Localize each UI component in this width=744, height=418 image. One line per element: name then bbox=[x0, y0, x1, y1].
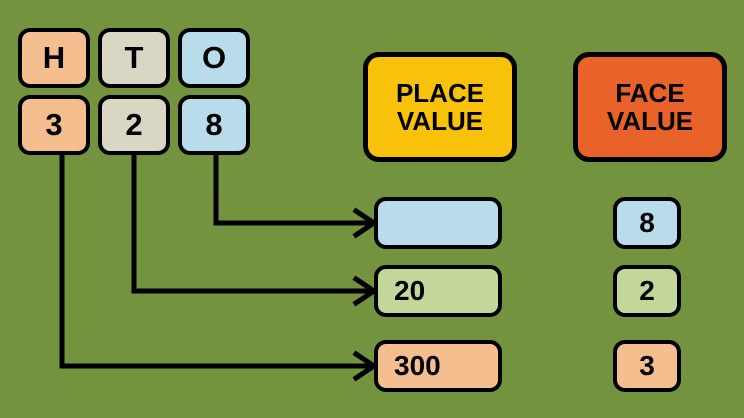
face-value-ones-box[interactable]: 8 bbox=[613, 197, 681, 249]
digit-tens[interactable]: 2 bbox=[98, 95, 170, 155]
column-header-hundreds: H bbox=[18, 28, 90, 88]
connector-tens bbox=[131, 155, 379, 307]
connector-hundreds bbox=[59, 155, 379, 382]
place-value-title: PLACE VALUE bbox=[363, 52, 517, 162]
digit-ones[interactable]: 8 bbox=[178, 95, 250, 155]
digit-hundreds[interactable]: 3 bbox=[18, 95, 90, 155]
place-value-hundreds-box[interactable]: 300 bbox=[374, 340, 502, 392]
column-header-ones: O bbox=[178, 28, 250, 88]
column-header-tens: T bbox=[98, 28, 170, 88]
place-value-ones-box[interactable] bbox=[374, 197, 502, 249]
connector-ones bbox=[213, 155, 379, 239]
place-value-tens-box[interactable]: 20 bbox=[374, 265, 502, 317]
face-value-tens-box[interactable]: 2 bbox=[613, 265, 681, 317]
face-value-title: FACE VALUE bbox=[573, 52, 727, 162]
face-value-hundreds-box[interactable]: 3 bbox=[613, 340, 681, 392]
